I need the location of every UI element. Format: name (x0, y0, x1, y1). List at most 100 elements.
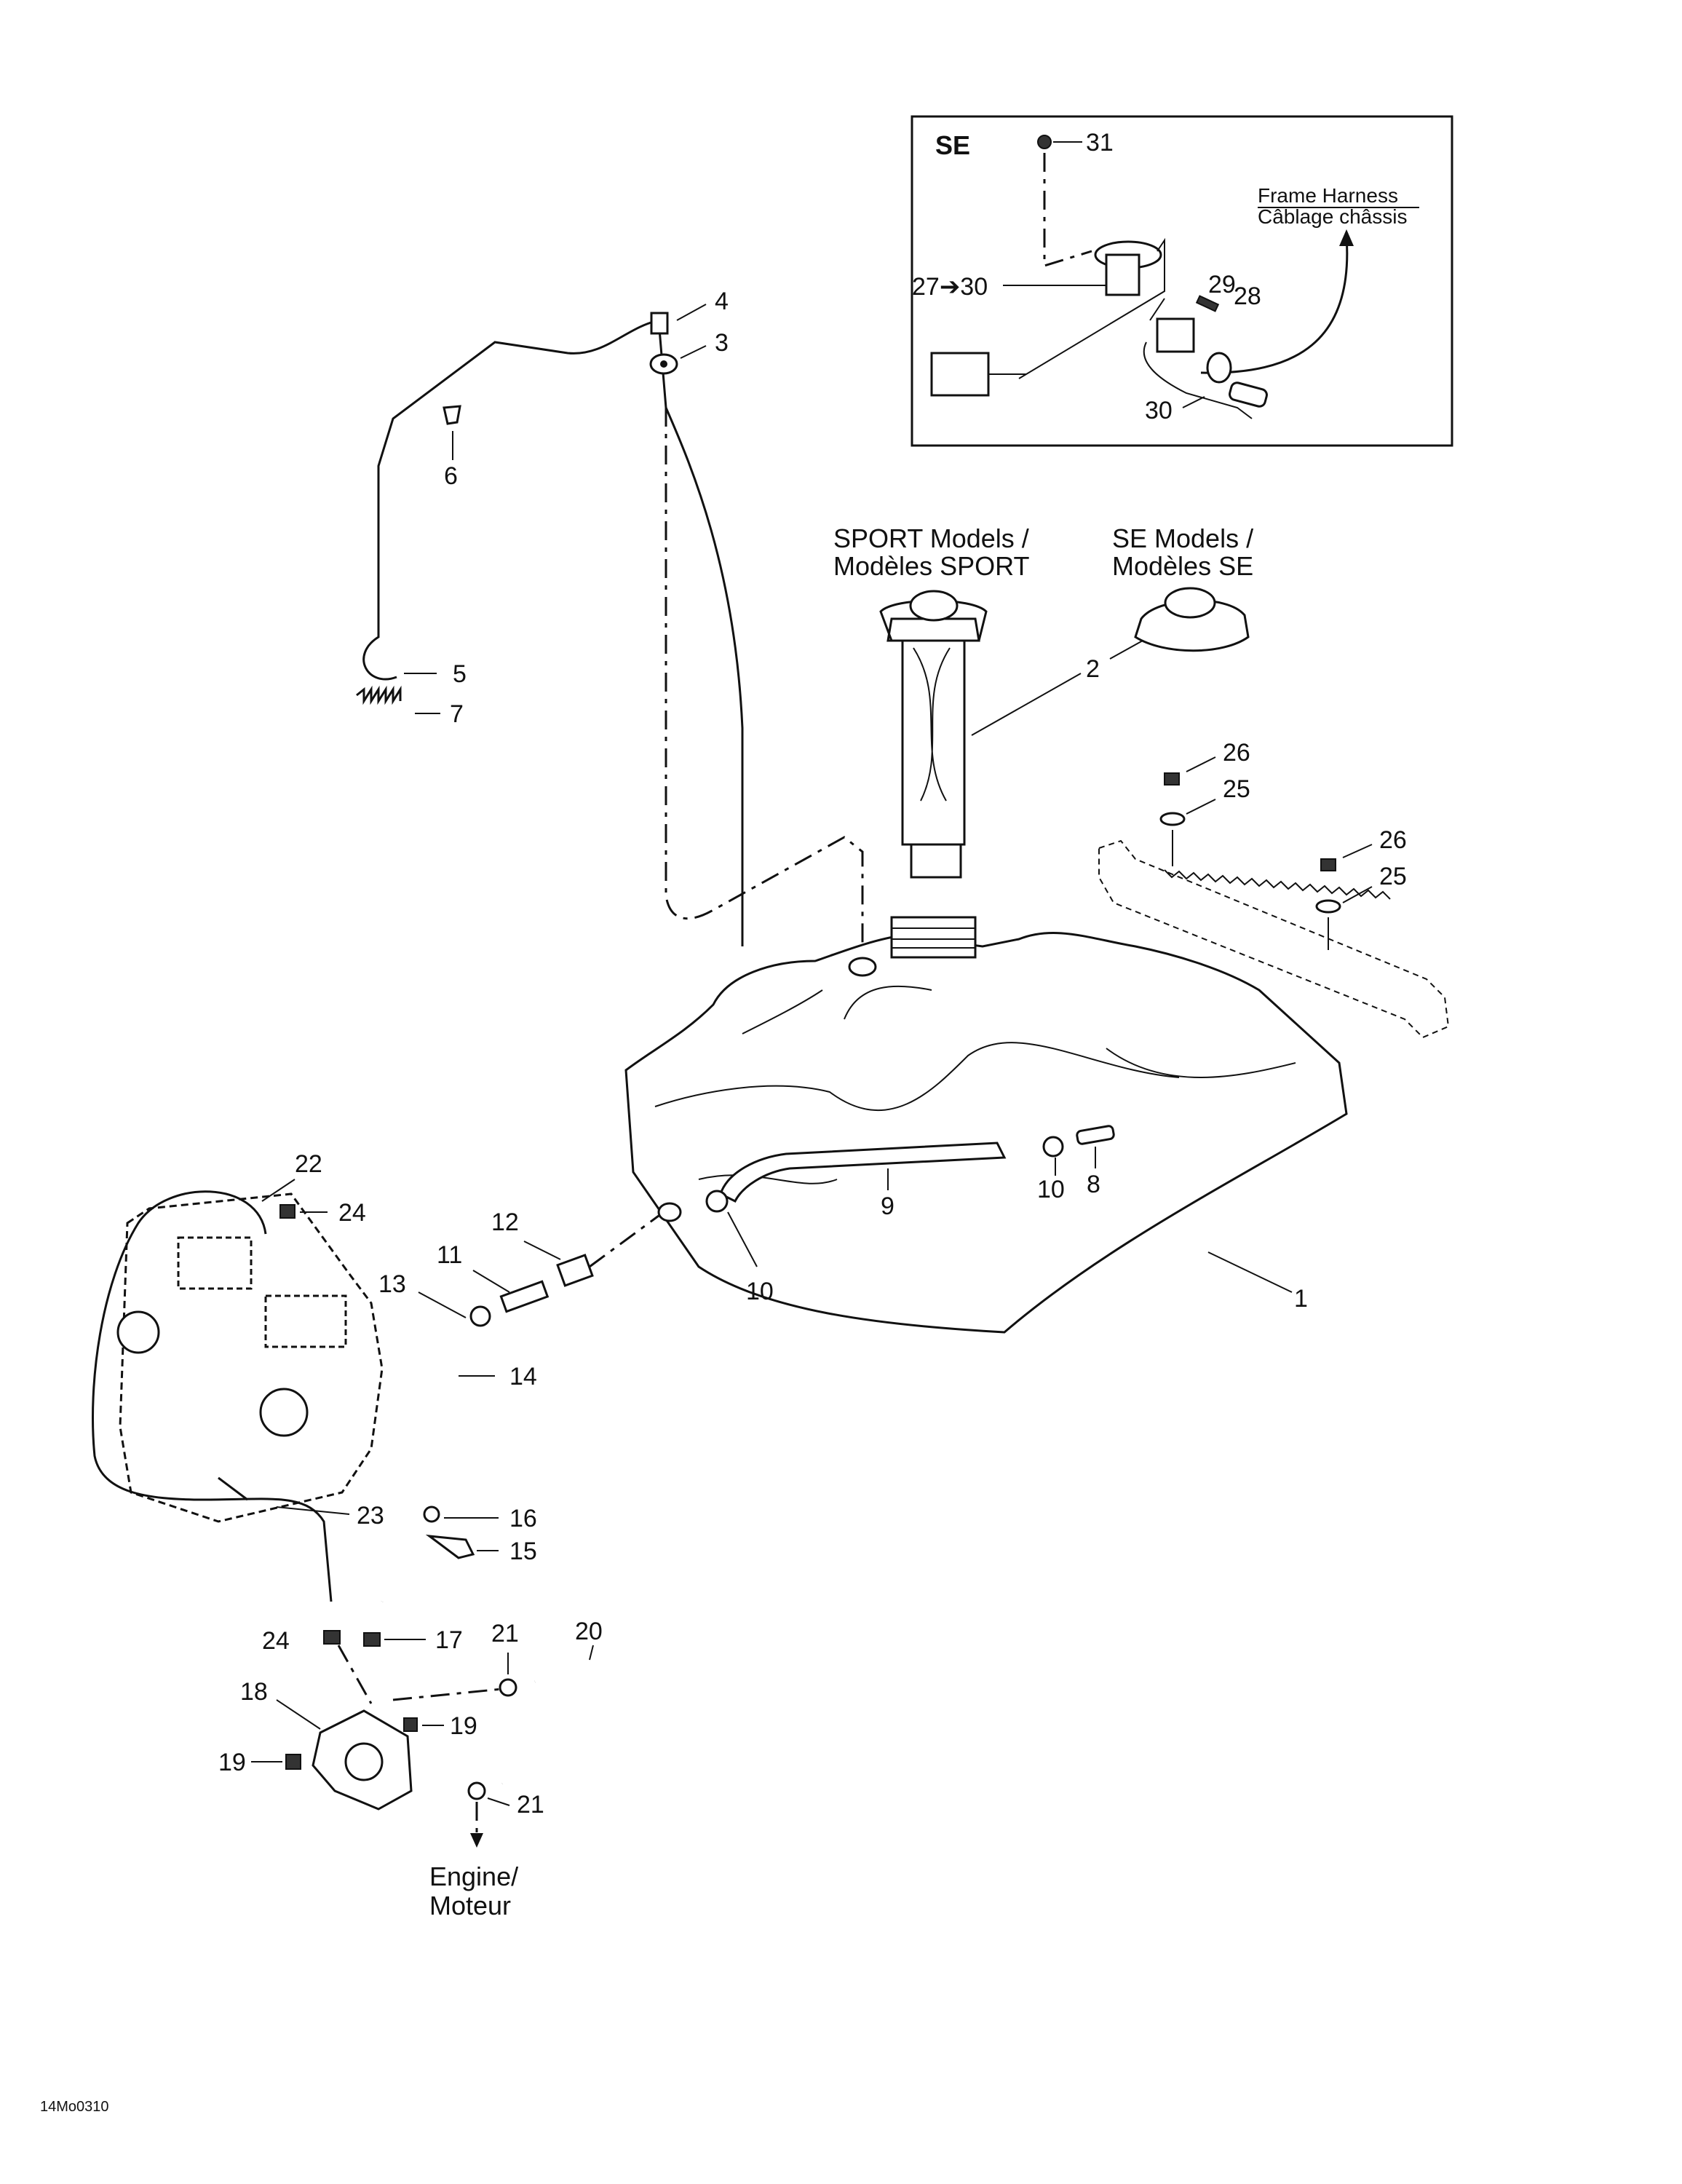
vent-centerline (665, 408, 864, 954)
harness-arrow-line (1200, 236, 1349, 374)
leader-22 (261, 1179, 295, 1202)
spring-7 (356, 685, 402, 705)
leader-10a (727, 1211, 758, 1267)
callout-26b: 26 (1379, 826, 1407, 854)
nut-26a (1164, 772, 1180, 786)
callout-30: 30 (1145, 397, 1173, 424)
leader-1 (1207, 1251, 1293, 1293)
drawing-code: 14Mo0310 (40, 2099, 109, 2115)
tank-strap-group: 26 25 26 25 (1098, 739, 1450, 1039)
callout-16: 16 (509, 1505, 537, 1532)
grommet-12 (556, 1254, 594, 1287)
callout-6: 6 (444, 462, 458, 490)
sport-caption-1: SPORT Models / (833, 523, 1029, 553)
leader-25b (1342, 886, 1373, 903)
sender-wire (1143, 298, 1253, 419)
clamp-24b (323, 1630, 341, 1645)
callout-10b: 10 (1037, 1176, 1065, 1203)
fuel-hose-20-inner (499, 1663, 609, 1787)
terminal-29 (1195, 295, 1220, 312)
callout-20: 20 (575, 1618, 603, 1645)
se-caption-1: SE Models / (1112, 523, 1253, 553)
plug-30 (1229, 381, 1268, 408)
clamp-21a (499, 1678, 517, 1697)
pump-diaphragm (344, 1742, 384, 1781)
sport-gauge-tube (901, 639, 966, 846)
callout-31: 31 (1086, 129, 1114, 157)
clip-6 (443, 405, 461, 425)
leader-2a (971, 673, 1082, 736)
leader-13 (418, 1291, 467, 1318)
callout-21b: 21 (517, 1791, 544, 1819)
connector-28 (1156, 317, 1195, 353)
callout-25b: 25 (1379, 863, 1407, 890)
fitting-centerline (589, 1214, 659, 1268)
leader-30 (1182, 396, 1205, 408)
fuel-hose-22 (92, 1190, 333, 1602)
leader-3 (680, 345, 707, 359)
outlet-centerline (392, 1688, 503, 1701)
leader-26a (1186, 756, 1216, 772)
clamp-24a (279, 1204, 295, 1219)
sport-cap-knob (909, 590, 959, 622)
callout-12: 12 (491, 1208, 519, 1236)
callout-10a: 10 (746, 1278, 774, 1305)
se-inset: SE Frame Harness Câblage châssis 31 27➔3… (911, 115, 1453, 447)
clamp-10b (1042, 1136, 1064, 1158)
leader-11 (472, 1270, 510, 1293)
harness-arrow-head (1339, 229, 1354, 246)
callout-25a: 25 (1223, 775, 1250, 803)
sport-cap-threads (910, 843, 962, 879)
leader-26b (1342, 844, 1373, 858)
callout-5: 5 (453, 660, 467, 688)
caps-group: SPORT Models / Modèles SPORT SE Models /… (833, 523, 1253, 879)
grommet-30 (1206, 352, 1232, 384)
leader-2b (1109, 640, 1143, 660)
fitting-8 (1076, 1125, 1115, 1145)
callout-21a: 21 (491, 1620, 519, 1647)
clamp-21b (467, 1781, 486, 1800)
washer-25b (1315, 899, 1341, 914)
se-inset-frame (911, 115, 1453, 447)
grommet-3-hole (660, 360, 667, 368)
engine-caption-1: Engine/ (429, 1861, 518, 1891)
callout-1: 1 (1294, 1285, 1308, 1313)
callout-24b: 24 (262, 1627, 290, 1655)
strap-coil (1164, 869, 1391, 900)
callout-28: 28 (1234, 282, 1261, 310)
callout-3: 3 (715, 329, 729, 357)
callout-17: 17 (435, 1626, 463, 1654)
vent-hose (362, 319, 659, 681)
callout-23: 23 (357, 1502, 384, 1530)
callout-13: 13 (378, 1270, 406, 1298)
se-cap-knob (1164, 587, 1216, 619)
sender-float (930, 352, 990, 397)
vent-hose-long (657, 320, 744, 946)
callout-27-30: 27➔30 (912, 273, 988, 301)
engine-cylinder (264, 1294, 347, 1348)
callout-4: 4 (715, 288, 729, 315)
callout-2: 2 (1086, 655, 1100, 683)
inset-centerline (1043, 153, 1092, 268)
fuel-sender-body (1105, 253, 1140, 296)
tank-vent-port (848, 957, 877, 977)
leader-12 (523, 1241, 561, 1260)
leader-4 (676, 304, 707, 321)
valve-4 (650, 312, 669, 335)
leader-21b (487, 1797, 510, 1806)
engine-pulley (116, 1310, 160, 1354)
filler-threads (892, 927, 975, 949)
vent-line-group: 4 3 6 5 7 (356, 288, 864, 954)
clamp-13 (469, 1305, 491, 1327)
engine-arrow-head (470, 1833, 483, 1848)
fitting-11 (499, 1280, 550, 1313)
sender-arm (1018, 237, 1165, 379)
bracket-15 (425, 1534, 475, 1559)
callout-9: 9 (881, 1192, 894, 1220)
callout-11: 11 (437, 1241, 462, 1269)
callout-19b: 19 (218, 1749, 246, 1776)
clamp-10a (705, 1190, 729, 1213)
callout-14: 14 (509, 1363, 537, 1390)
leader-23 (276, 1506, 350, 1515)
